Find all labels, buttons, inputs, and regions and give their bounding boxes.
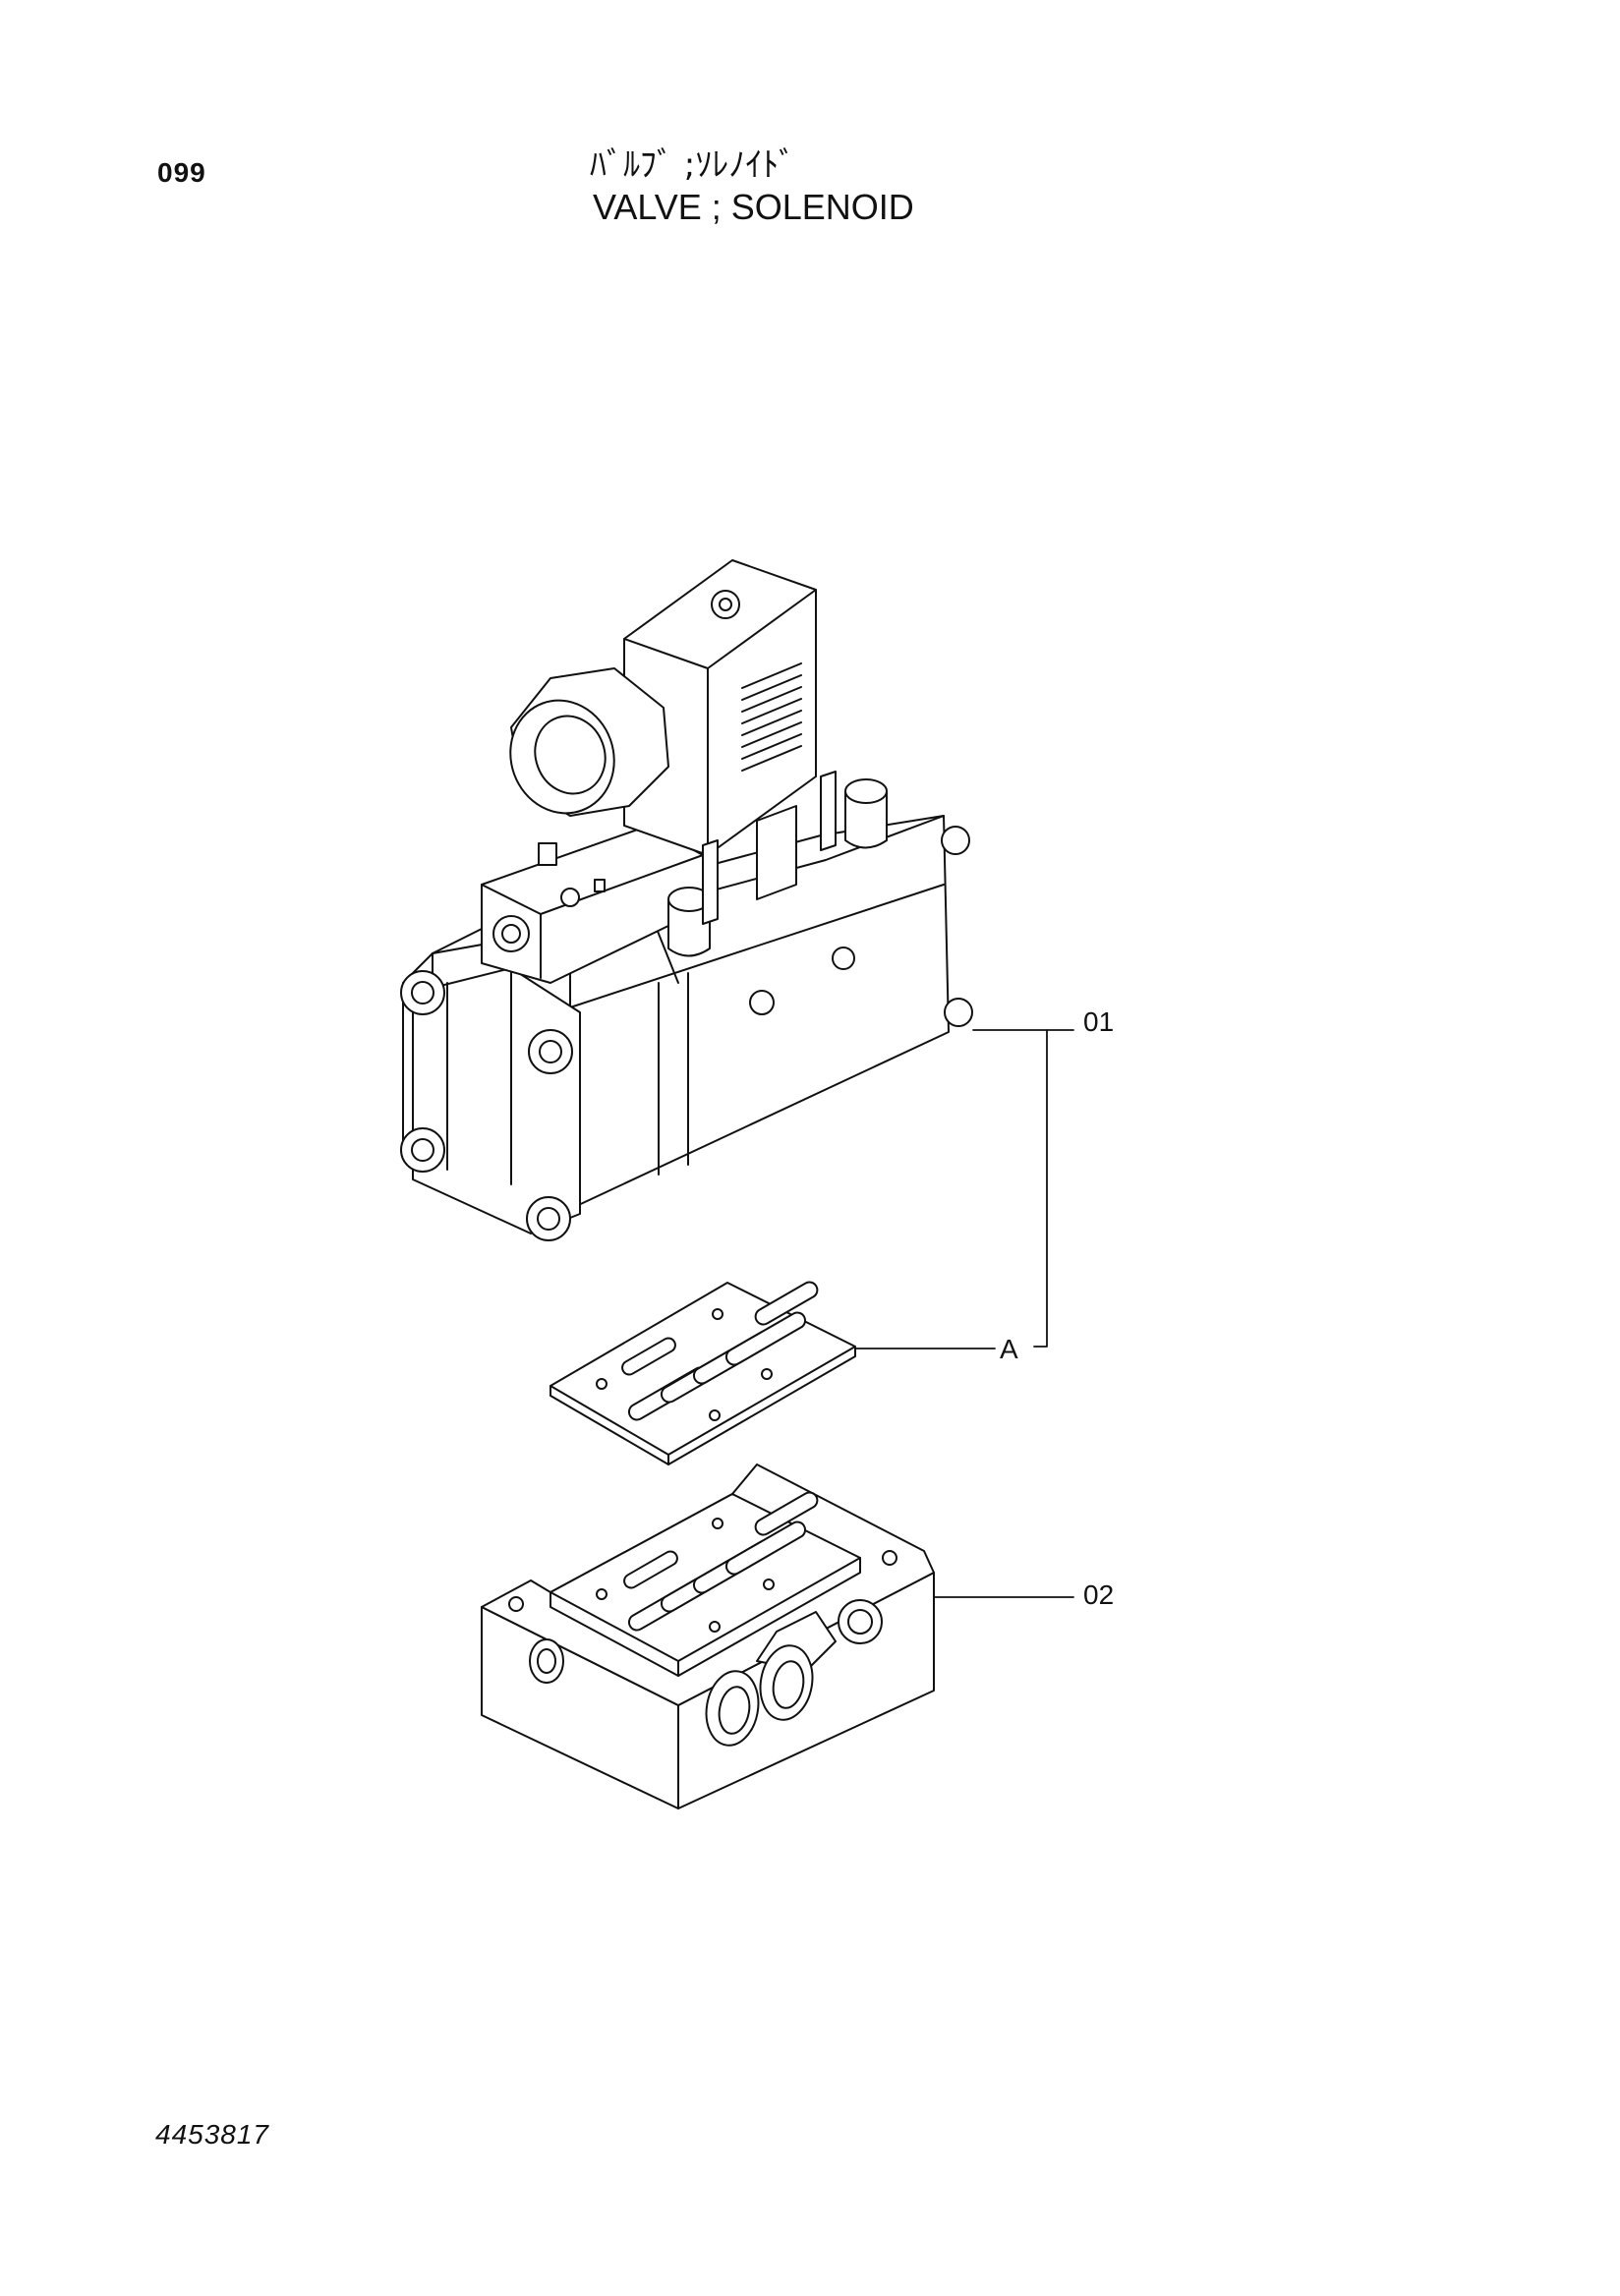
leader-01-to-A	[1033, 1029, 1048, 1348]
gasket-plate	[550, 1281, 856, 1465]
callout-01: 01	[1083, 1006, 1115, 1037]
solenoid-valve-assembly	[400, 559, 973, 1241]
leader-lines	[854, 1029, 1074, 1598]
callout-a: A	[1000, 1334, 1018, 1364]
page-number: 099	[157, 157, 206, 188]
base-subplate	[481, 1464, 935, 1809]
title-english: VALVE ; SOLENOID	[593, 187, 914, 227]
title-japanese: ﾊﾞﾙﾌﾞ ;ｿﾚﾉｲﾄﾞ	[590, 145, 796, 185]
callout-02: 02	[1083, 1579, 1115, 1610]
drawing-number: 4453817	[155, 2119, 270, 2150]
